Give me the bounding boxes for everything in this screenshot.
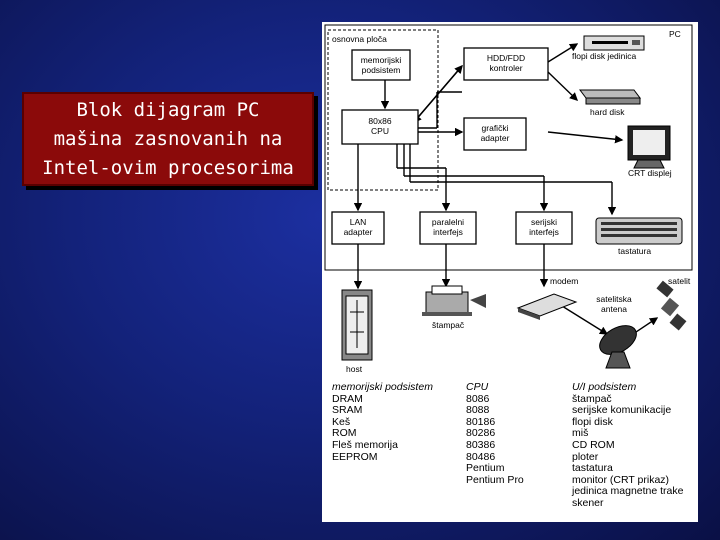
list-item: Pentium — [466, 462, 505, 475]
list-item: skener — [572, 496, 604, 509]
list-item: CD ROM — [572, 438, 615, 451]
cpu-list-heading: CPU — [466, 381, 489, 393]
list-item: tastatura — [572, 462, 613, 475]
list-item: Pentium Pro — [466, 473, 524, 486]
hard-disk-icon — [579, 89, 641, 105]
list-item: 8088 — [466, 404, 490, 417]
list-item: Fleš memorija — [332, 438, 398, 451]
printer-label: štampač — [432, 320, 465, 330]
satellite-label: satelit — [668, 276, 691, 286]
diagram-canvas: PC osnovna ploča — [324, 24, 693, 374]
list-item: 80286 — [466, 427, 496, 440]
pc-block-diagram: PC osnovna ploča — [322, 22, 698, 522]
printer-icon — [422, 285, 486, 316]
list-item: 80186 — [466, 415, 496, 428]
host-label: host — [346, 364, 363, 374]
io-list-heading: U/I podsistem — [572, 381, 637, 393]
io-list: U/I podsistem štampač serijske komunikac… — [572, 381, 696, 510]
slide-title: Blok dijagram PC mašina zasnovanih na In… — [42, 98, 294, 179]
modem-label: modem — [550, 276, 578, 286]
floppy-drive-icon — [583, 35, 645, 51]
crt-display-label: CRT displej — [628, 168, 672, 178]
satellite-dish-icon — [599, 325, 637, 369]
motherboard-label: osnovna ploča — [332, 34, 387, 44]
list-item: štampač — [572, 392, 612, 405]
list-item: 8086 — [466, 392, 490, 405]
keyboard-icon — [595, 217, 683, 245]
memory-list-heading: memorijski podsistem — [332, 381, 433, 393]
list-item: ploter — [572, 450, 599, 463]
list-item: 80486 — [466, 450, 496, 463]
pc-boundary — [324, 24, 693, 271]
list-item: EEPROM — [332, 450, 378, 463]
list-item: serijske komunikacije — [572, 404, 672, 417]
crt-display-icon — [627, 125, 671, 169]
floppy-drive-label: flopi disk jedinica — [572, 51, 637, 61]
modem-icon — [516, 293, 578, 320]
list-item: DRAM — [332, 392, 363, 405]
host-icon — [341, 289, 373, 361]
connections — [353, 43, 659, 339]
keyboard-label: tastatura — [618, 246, 651, 256]
pc-label: PC — [669, 29, 681, 39]
list-item: SRAM — [332, 404, 363, 417]
list-item: miš — [572, 427, 589, 440]
list-item: flopi disk — [572, 415, 613, 428]
motherboard-boundary — [327, 29, 439, 191]
list-item: jedinica magnetne trake — [572, 485, 684, 498]
list-item: ROM — [332, 427, 357, 440]
satellite-icon — [656, 280, 687, 331]
list-item: Keš — [332, 415, 351, 428]
title-box: Blok dijagram PC mašina zasnovanih na In… — [22, 92, 314, 186]
list-item: 80386 — [466, 438, 496, 451]
memory-list: memorijski podsistem DRAM SRAM Keš ROM F… — [332, 381, 472, 463]
hard-disk-label: hard disk — [590, 107, 625, 117]
cpu-list: CPU 8086 8088 80186 80286 80386 80486 Pe… — [466, 381, 566, 486]
list-item: monitor (CRT prikaz) — [572, 473, 670, 486]
